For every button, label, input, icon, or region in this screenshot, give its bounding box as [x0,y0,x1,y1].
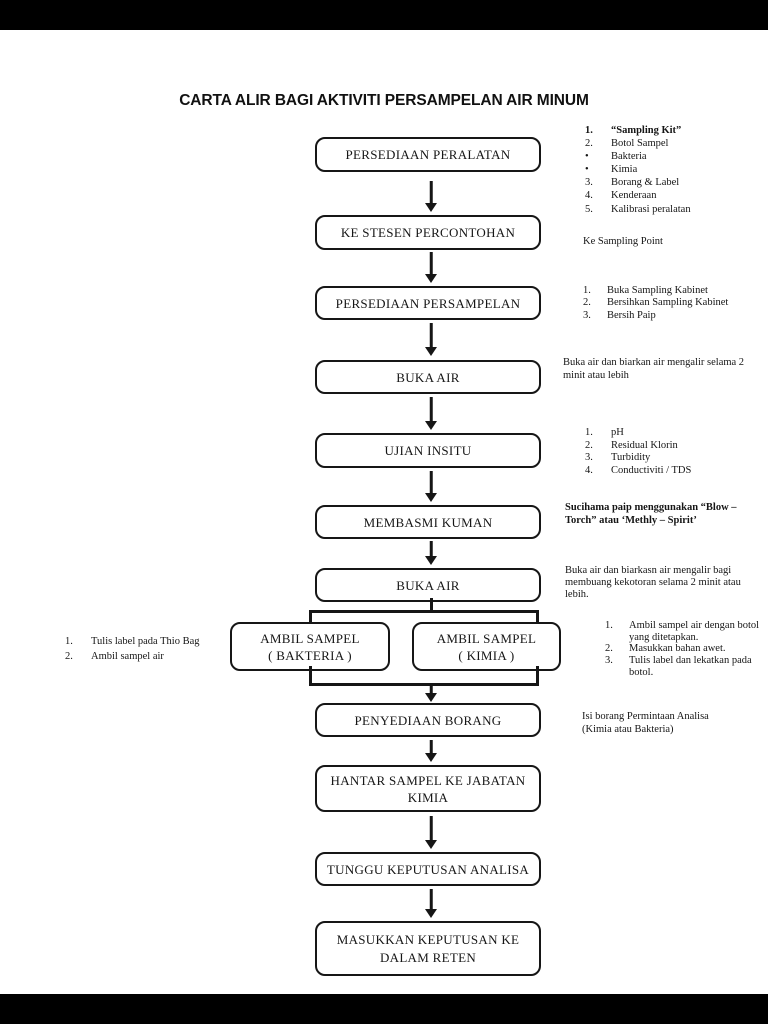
branch-connector-bottom [309,683,539,686]
flow-arrow [425,740,437,762]
list-item: 2.Ambil sampel air [65,650,164,662]
annotation-insitu-list: 1.pH 2.Residual Klorin 3.Turbidity 4.Con… [585,427,691,477]
node-label: BUKA AIR [396,577,460,593]
node-label: PENYEDIAAN BORANG [354,712,502,728]
flow-arrow [425,252,437,283]
flow-node-masukkan-keputusan: MASUKKAN KEPUTUSAN KE DALAM RETEN [315,921,541,976]
list-item: •Bakteria [585,151,647,163]
flow-node-ke-stesen-percontohan: KE STESEN PERCONTOHAN [315,215,541,250]
flow-arrow [425,816,437,849]
list-item: •Kimia [585,164,638,176]
flow-arrow [425,889,437,918]
list-item: 4.Conductiviti / TDS [585,464,692,476]
node-label: KE STESEN PERCONTOHAN [340,225,516,240]
list-item: 4.Kenderaan [585,190,657,202]
flow-node-buka-air-2: BUKA AIR [315,568,541,602]
branch-connector-top [309,610,539,613]
branch-connector-rise-left [309,666,312,685]
node-label: KIMIA [407,789,449,805]
node-label: DALAM RETEN [379,949,477,965]
list-item: 1.pH [585,427,624,438]
branch-connector-stem [430,598,433,611]
node-label: UJIAN INSITU [384,443,472,458]
list-item: 3.Bersih Paip [583,309,656,321]
list-item: 3.Borang & Label [585,177,680,189]
flow-node-hantar-sampel: HANTAR SAMPEL KE JABATAN KIMIA [315,765,541,812]
list-item: 2.Masukkan bahan awet. [605,643,726,655]
list-item: 1.Tulis label pada Thio Bag [65,636,200,647]
flow-node-ujian-insitu: UJIAN INSITU [315,433,541,468]
letterbox-top-bar [0,0,768,30]
list-item: 3.Tulis label dan lekatkan pada botol. [605,655,752,678]
flow-node-persediaan-persampelan: PERSEDIAAN PERSAMPELAN [315,286,541,320]
annotation-sample-left-list: 1.Tulis label pada Thio Bag 2.Ambil samp… [65,635,200,664]
flow-node-membasmi-kuman: MEMBASMI KUMAN [315,505,541,539]
flow-arrow [425,686,437,702]
annotation-equipment-list: 1.“Sampling Kit” 2.Botol Sampel •Bakteri… [585,124,691,216]
annotation-sampling-point: Ke Sampling Point [583,236,663,247]
branch-connector-drop-left [309,610,312,623]
list-item: 5.Kalibrasi peralatan [585,203,691,215]
flow-arrow [425,323,437,356]
flow-arrow [425,471,437,502]
annotation-open-water-2: Buka air dan biarkasn air mengalir bagi … [565,565,741,600]
node-label: MEMBASMI KUMAN [363,514,493,530]
list-item: 1.“Sampling Kit” [585,125,682,136]
node-label: HANTAR SAMPEL KE JABATAN [330,772,526,788]
annotation-sample-right-list: 1.Ambil sampel air dengan botol yang dit… [605,620,767,679]
branch-connector-drop-right [536,610,539,623]
annotation-open-water-1: Buka air dan biarkan air mengalir selama… [563,357,745,381]
list-item: 2.Botol Sampel [585,138,669,150]
flow-node-ambil-sampel-bakteria: AMBIL SAMPEL ( BAKTERIA ) [230,622,390,671]
annotation-form: Isi borang Permintaan Analisa (Kimia ata… [582,711,709,735]
list-item: 2.Residual Klorin [585,439,678,451]
flow-arrow [425,541,437,565]
node-label: ( BAKTERIA ) [268,647,352,663]
letterbox-bottom-bar [0,994,768,1024]
branch-connector-rise-right [536,666,539,685]
annotation-prep-list: 1.Buka Sampling Kabinet 2.Bersihkan Samp… [583,285,728,322]
node-label: AMBIL SAMPEL [436,630,537,646]
flow-arrow [425,181,437,212]
flow-node-ambil-sampel-kimia: AMBIL SAMPEL ( KIMIA ) [412,622,561,671]
flow-node-tunggu-keputusan: TUNGGU KEPUTUSAN ANALISA [315,852,541,886]
node-label: PERSEDIAAN PERALATAN [345,147,511,162]
page-title: CARTA ALIR BAGI AKTIVITI PERSAMPELAN AIR… [179,92,589,109]
node-label: PERSEDIAAN PERSAMPELAN [335,295,521,311]
flow-arrow [425,397,437,430]
flow-node-buka-air-1: BUKA AIR [315,360,541,394]
annotation-disinfect: Sucihama paip menggunakan “Blow – Torch”… [565,502,737,526]
flow-node-persediaan-peralatan: PERSEDIAAN PERALATAN [315,137,541,172]
node-label: ( KIMIA ) [458,647,515,663]
node-label: TUNGGU KEPUTUSAN ANALISA [326,861,530,877]
flow-node-penyediaan-borang: PENYEDIAAN BORANG [315,703,541,737]
node-label: BUKA AIR [396,369,460,385]
node-label: MASUKKAN KEPUTUSAN KE [336,931,520,947]
list-item: 2.Bersihkan Sampling Kabinet [583,297,729,309]
list-item: 1.Ambil sampel air dengan botol yang dit… [605,620,760,643]
list-item: 3.Turbidity [585,452,651,464]
list-item: 1.Buka Sampling Kabinet [583,285,708,296]
node-label: AMBIL SAMPEL [260,630,360,646]
